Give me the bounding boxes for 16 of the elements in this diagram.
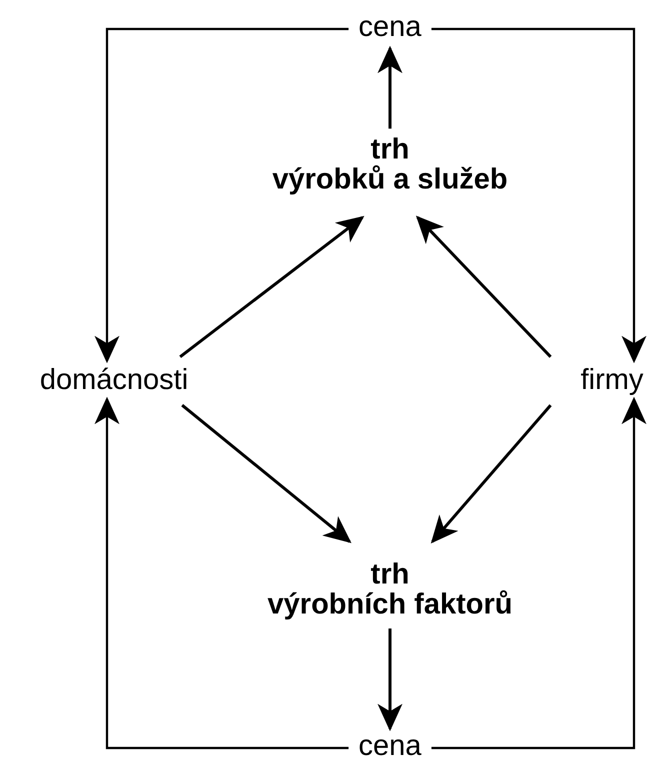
arrow (94, 396, 349, 750)
arrow (181, 404, 352, 544)
arrow (416, 216, 552, 358)
price-label: cena (358, 12, 422, 42)
market-label: trh výrobních faktorů (268, 560, 512, 620)
actor-label: firmy (580, 364, 644, 396)
arrow (431, 396, 646, 750)
arrow (431, 28, 646, 364)
market-label: trh výrobků a služeb (272, 134, 508, 196)
arrow (179, 216, 364, 358)
arrow (378, 628, 402, 732)
arrow (430, 404, 552, 544)
price-label: cena (358, 730, 422, 762)
arrow (94, 28, 349, 364)
arrow (378, 46, 402, 129)
actor-label: domácnosti (40, 364, 188, 396)
